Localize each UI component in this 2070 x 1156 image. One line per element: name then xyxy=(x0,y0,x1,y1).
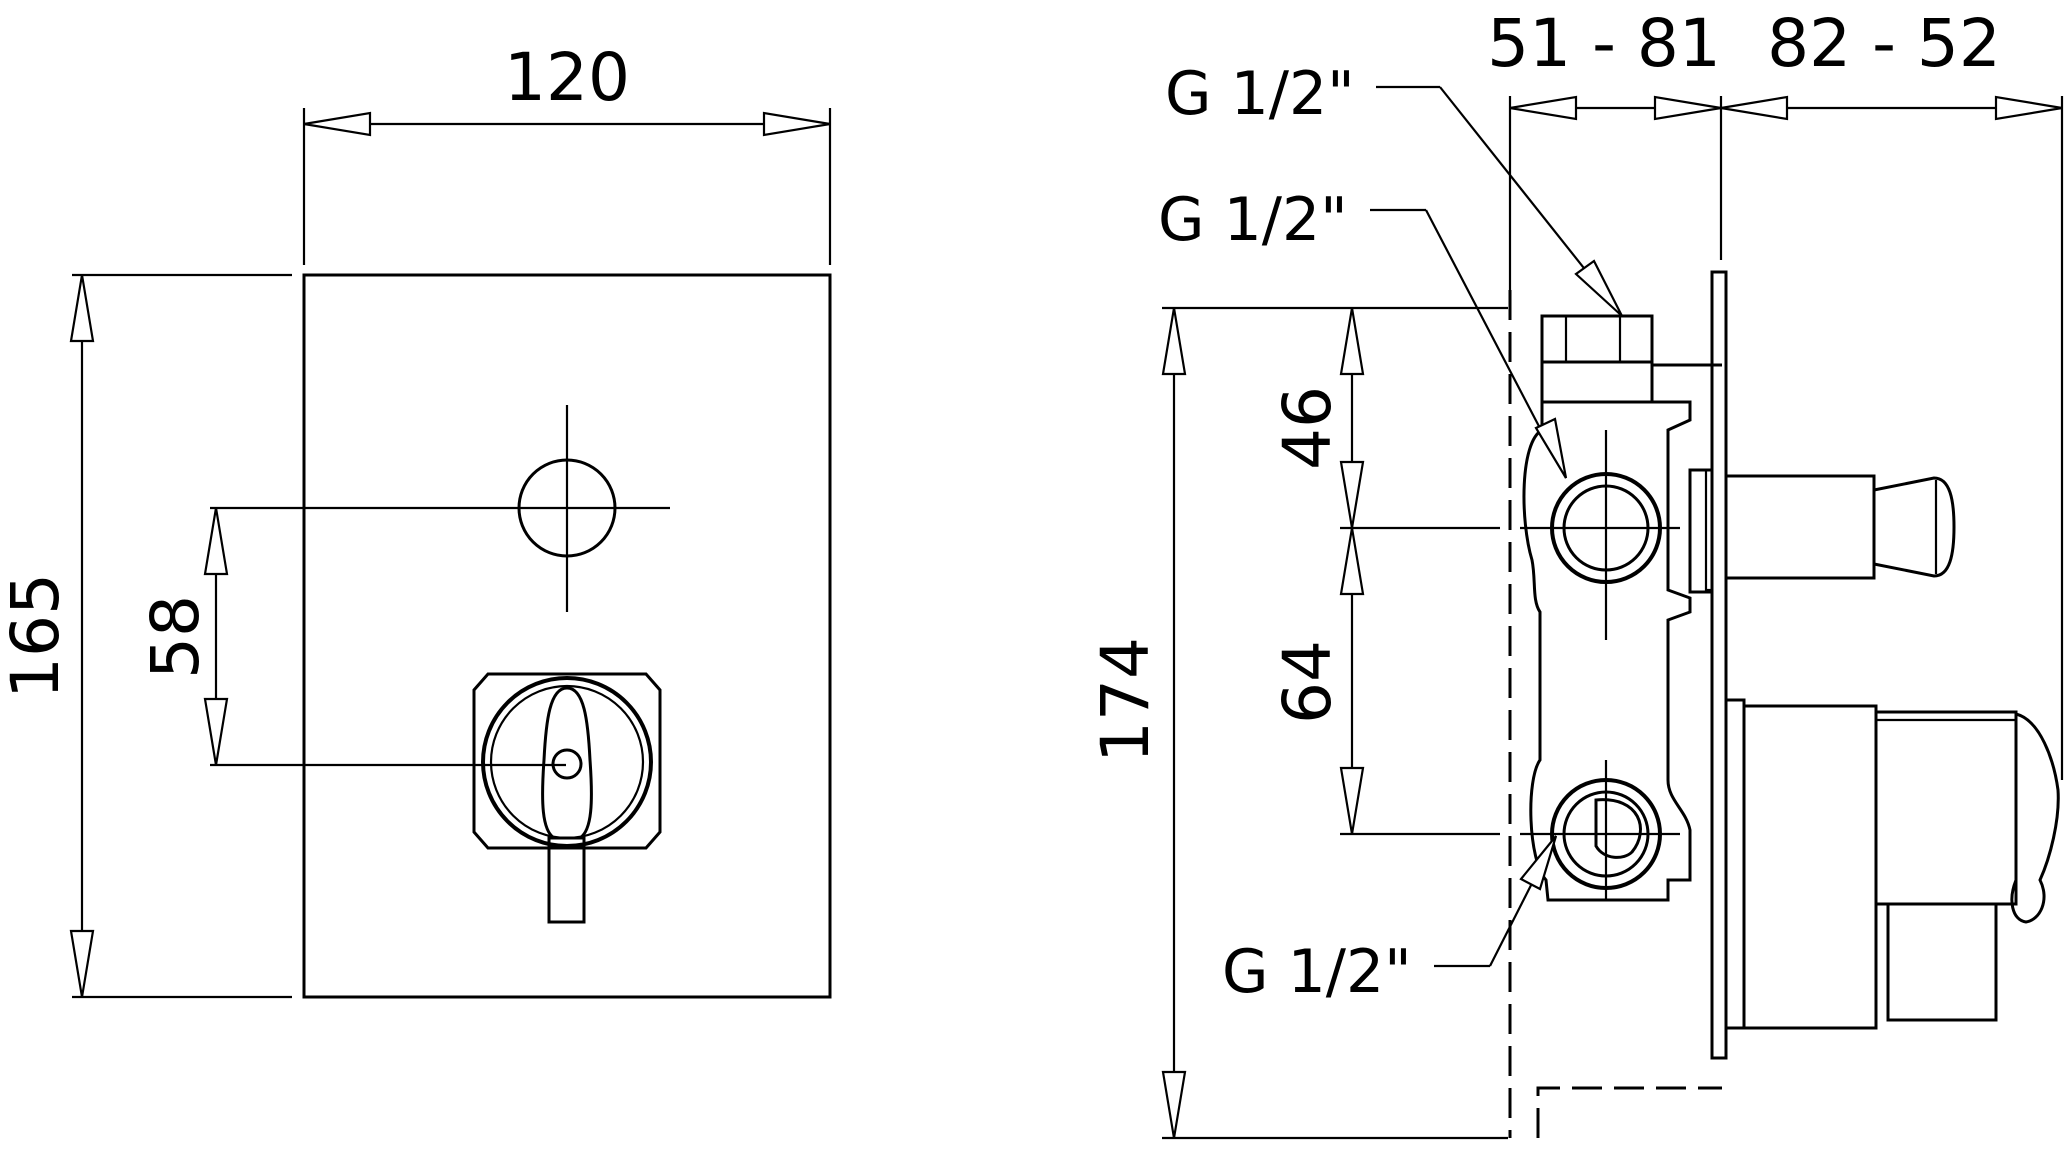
width-arrow-right xyxy=(762,111,831,137)
side-height-arrow-bottom xyxy=(1161,1070,1187,1139)
mixer-lever-stem xyxy=(547,836,586,924)
mixer-center-hub xyxy=(551,748,583,780)
mixer-lever xyxy=(541,686,593,840)
diverter-spindle xyxy=(1724,474,1876,580)
thread-bottom-label: G 1/2" xyxy=(1222,937,1412,1007)
dim-height-label: 165 xyxy=(0,573,74,699)
width-arrow-left xyxy=(303,111,372,137)
depth-body-arrow-left xyxy=(1509,95,1578,121)
side-height-arrow-top xyxy=(1161,307,1187,376)
lower-port-key xyxy=(1594,798,1642,859)
height-arrow-top xyxy=(69,274,95,343)
dim-depth-body-label: 51 - 81 xyxy=(1487,5,1721,82)
upper-arrow-bottom xyxy=(1339,460,1365,529)
mixer-ring-outer xyxy=(481,676,653,848)
thread-middle-label: G 1/2" xyxy=(1158,185,1348,255)
thread-top-leader-arrow xyxy=(1574,259,1623,317)
dim-side-height-label: 174 xyxy=(1087,637,1164,763)
dim-lower-label: 64 xyxy=(1269,640,1346,724)
upper-arrow-top xyxy=(1339,307,1365,376)
height-arrow-bottom xyxy=(69,929,95,998)
depth-trim-arrow-right xyxy=(1994,95,2063,121)
front-plate-outline xyxy=(302,273,832,999)
side-view: 51 - 81 82 - 52 174 46 64 xyxy=(1087,5,2064,1140)
mixer-rosette xyxy=(472,672,662,850)
spacing-arrow-top xyxy=(203,507,229,576)
mixer-ring-inner xyxy=(489,684,645,840)
diverter-knob-side xyxy=(1872,476,1956,578)
top-outlet-nut xyxy=(1540,314,1654,364)
wall-cutout-dashed xyxy=(1536,1086,1722,1138)
mixer-lever-side xyxy=(2010,712,2060,924)
valve-body xyxy=(1522,314,1722,902)
diverter-assembly xyxy=(1724,474,1956,580)
spacing-arrow-bottom xyxy=(203,697,229,766)
dim-upper-label: 46 xyxy=(1269,386,1346,470)
dim-depth-trim-label: 82 - 52 xyxy=(1767,5,2001,82)
cover-plate-ridge xyxy=(1704,468,1714,592)
lower-arrow-bottom xyxy=(1339,766,1365,835)
dim-spacing-label: 58 xyxy=(137,595,214,679)
mixer-body xyxy=(1742,704,1878,1030)
lower-arrow-top xyxy=(1339,527,1365,596)
dim-width-label: 120 xyxy=(504,39,630,116)
body-outline xyxy=(1522,362,1722,902)
thread-top-label: G 1/2" xyxy=(1165,59,1355,129)
mixer-flange xyxy=(1726,698,1746,1030)
mixer-assembly xyxy=(1726,698,2060,1030)
cover-plate-side xyxy=(1710,270,1728,1060)
depth-trim-arrow-left xyxy=(1720,95,1789,121)
front-view: 120 165 58 xyxy=(0,39,832,999)
thread-bottom-leader-arrow xyxy=(1519,835,1558,891)
depth-body-arrow-right xyxy=(1653,95,1722,121)
side-hex-nut xyxy=(1688,468,1714,594)
thread-middle-leader-arrow xyxy=(1534,417,1568,479)
mixer-cap xyxy=(1874,710,2018,906)
mixer-handle-stem xyxy=(1886,902,1998,1022)
